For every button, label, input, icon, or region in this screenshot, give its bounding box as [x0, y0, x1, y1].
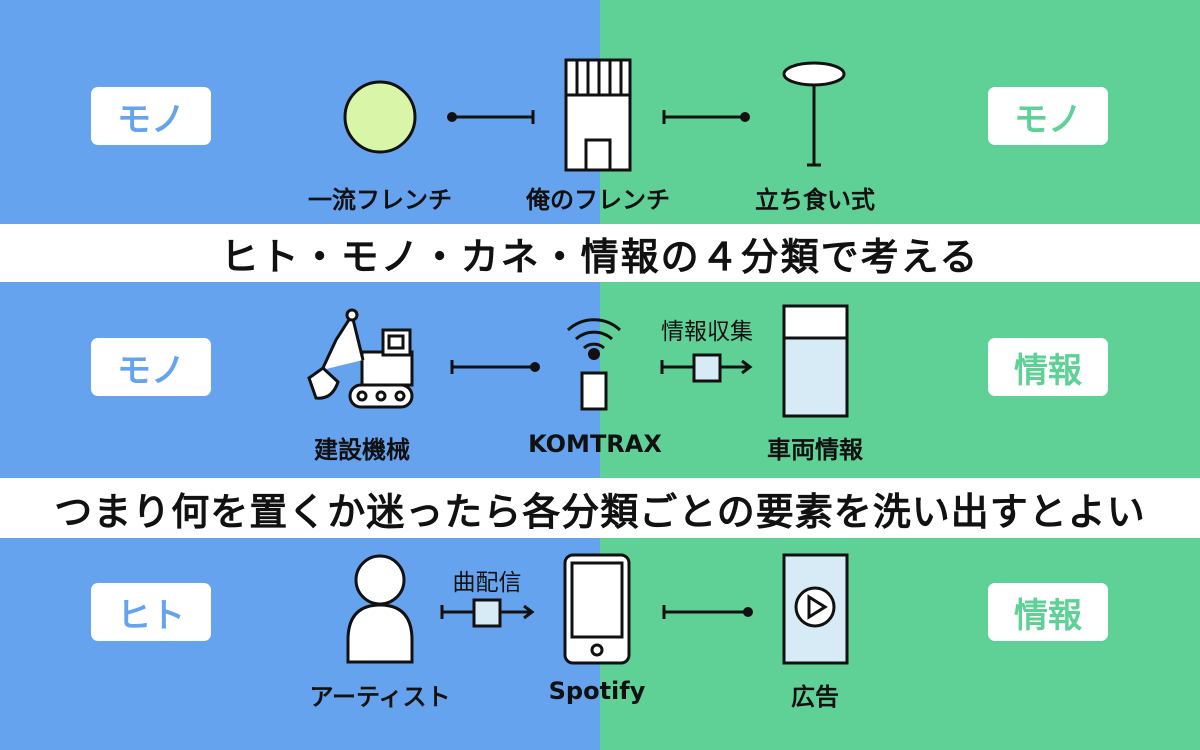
wifi-transmitter-icon	[566, 318, 622, 411]
flow-arrow-row2	[660, 353, 753, 383]
connector-line-2	[662, 110, 745, 124]
row2-item-1: 建設機械	[314, 436, 410, 464]
row2-flow-label: 情報収集	[661, 319, 753, 345]
connector-line-1	[452, 110, 535, 124]
standing-table-icon	[782, 61, 846, 167]
data-container-icon	[782, 304, 849, 418]
row1-right-tag: モノ	[988, 87, 1108, 145]
headline-band-2: つまり何を置くか迷ったら各分類ごとの要素を洗い出すとよい	[0, 478, 1200, 538]
row1-item-2: 俺のフレンチ	[526, 186, 670, 214]
row1-left-tag: モノ	[91, 87, 211, 145]
connector-line-3	[450, 360, 535, 374]
row2-item-2: KOMTRAX	[528, 430, 662, 458]
flow-arrow-row3	[440, 598, 535, 628]
video-ad-icon	[782, 553, 849, 665]
headline-band-1: ヒト・モノ・カネ・情報の４分類で考える	[0, 224, 1200, 282]
row2-item-3: 車両情報	[767, 436, 863, 464]
connector-line-4	[662, 605, 748, 619]
connector-dots	[447, 112, 753, 617]
row3-left-tag: ヒト	[91, 583, 211, 641]
row1-item-3: 立ち食い式	[755, 186, 875, 214]
row3-right-tag: 情報	[988, 583, 1108, 641]
row2-left-tag: モノ	[91, 338, 211, 396]
building-icon	[564, 58, 632, 172]
row3-item-2: Spotify	[548, 677, 646, 705]
person-icon	[346, 554, 414, 664]
smartphone-icon	[563, 553, 631, 665]
row3-flow-label: 曲配信	[452, 570, 522, 596]
row2-right-tag: 情報	[988, 338, 1108, 396]
row3-item-3: 広告	[791, 683, 839, 711]
row3-item-1: アーティスト	[309, 683, 451, 711]
circle-icon	[343, 80, 417, 154]
excavator-icon	[307, 308, 414, 409]
row1-item-1: 一流フレンチ	[308, 186, 452, 214]
